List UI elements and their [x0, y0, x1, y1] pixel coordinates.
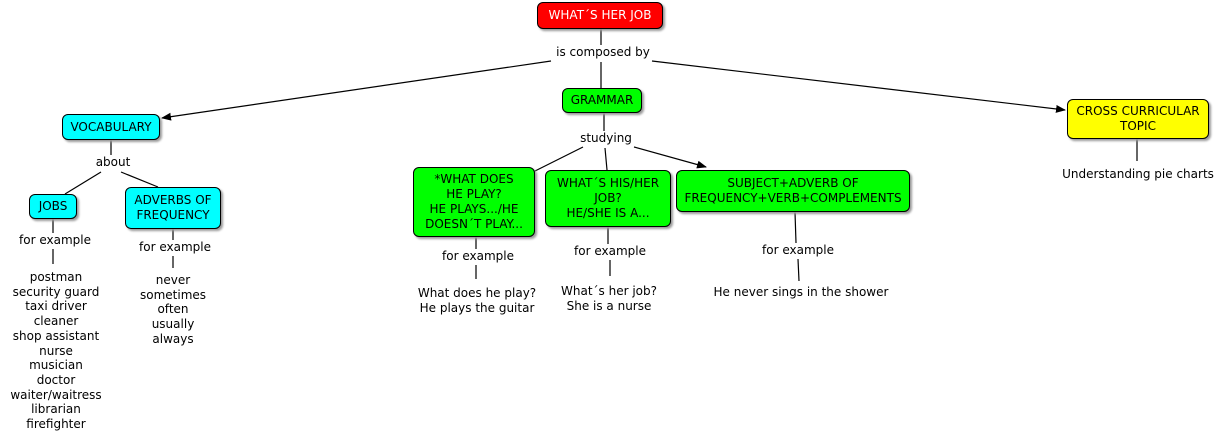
play-label-line: *WHAT DOES: [434, 172, 514, 186]
list-item: musician: [29, 358, 83, 373]
vocabulary-label: VOCABULARY: [70, 119, 152, 134]
vocabulary-link-label: about: [88, 155, 138, 170]
list-item: always: [152, 331, 194, 346]
jobs-example-list: postman security guard taxi driver clean…: [0, 270, 112, 432]
play-example-line: What does he play?: [417, 286, 537, 300]
adverbs-of-frequency-node[interactable]: ADVERBS OF FREQUENCY: [125, 187, 221, 229]
play-label-line: HE PLAY?: [446, 187, 502, 201]
edge-studying-subject: [633, 146, 707, 169]
play-example: What does he play? He plays the guitar: [410, 286, 544, 316]
vocabulary-node[interactable]: VOCABULARY: [62, 114, 160, 140]
adverbs-example-list: never sometimes often usually always: [130, 273, 216, 347]
adverbs-label-line: FREQUENCY: [136, 208, 210, 222]
list-item: usually: [151, 317, 195, 332]
list-item: librarian: [31, 402, 81, 417]
cross-label-line: CROSS CURRICULAR: [1076, 104, 1200, 118]
list-item: taxi driver: [25, 299, 87, 314]
list-item: shop assistant: [12, 328, 100, 343]
job-example-line: What´s her job?: [561, 284, 657, 298]
list-item: security guard: [12, 284, 100, 299]
job-label-line: HE/SHE IS A...: [566, 206, 650, 220]
what-does-he-play-node[interactable]: *WHAT DOES HE PLAY? HE PLAYS.../HE DOESN…: [413, 167, 535, 237]
root-concept-node[interactable]: WHAT´S HER JOB: [537, 2, 663, 29]
cross-example: Understanding pie charts: [1056, 167, 1220, 182]
list-item: sometimes: [139, 287, 207, 302]
play-example-line: He plays the guitar: [419, 300, 535, 315]
jobs-label: JOBS: [38, 199, 68, 213]
list-item: waiter/waitress: [10, 387, 102, 402]
whats-his-her-job-node[interactable]: WHAT´S HIS/HER JOB? HE/SHE IS A...: [545, 170, 671, 227]
adverbs-link-label: for example: [130, 240, 220, 255]
job-label-line: WHAT´S HIS/HER: [556, 176, 660, 190]
edge-subject-example: [797, 258, 800, 282]
list-item: doctor: [36, 372, 76, 387]
job-label-line: JOB?: [594, 191, 622, 205]
edge-to-cross: [651, 60, 1066, 113]
list-item: never: [155, 273, 191, 287]
subject-label-line: FREQUENCY+VERB+COMPLEMENTS: [684, 191, 902, 205]
play-label-line: HE PLAYS.../HE: [429, 202, 519, 216]
jobs-link-label: for example: [10, 233, 100, 248]
subject-label-line: SUBJECT+ADVERB OF: [727, 176, 859, 190]
edge-to-vocabulary: [161, 60, 552, 121]
cross-curricular-node[interactable]: CROSS CURRICULAR TOPIC: [1067, 99, 1209, 139]
edge-subject-forex: [794, 211, 797, 244]
root-link-label: is composed by: [551, 45, 655, 60]
list-item: firefighter: [26, 417, 86, 432]
job-example: What´s her job? She is a nurse: [550, 284, 668, 314]
subject-example: He never sings in the shower: [690, 285, 912, 300]
list-item: postman: [29, 270, 83, 284]
adverbs-label-line: ADVERBS OF: [134, 193, 212, 207]
edge-about-adverbs: [120, 171, 159, 188]
cross-label-line: TOPIC: [1120, 119, 1156, 133]
edge-studying-play: [532, 146, 584, 173]
root-concept-label: WHAT´S HER JOB: [548, 8, 652, 22]
grammar-link-label: studying: [570, 131, 642, 146]
edge-studying-job: [604, 147, 608, 171]
list-item: cleaner: [33, 314, 79, 329]
list-item: often: [157, 302, 189, 317]
edge-about-jobs: [64, 171, 102, 195]
grammar-node[interactable]: GRAMMAR: [562, 88, 642, 113]
play-link-label: for example: [433, 249, 523, 264]
grammar-label: GRAMMAR: [570, 93, 634, 107]
subject-link-label: for example: [753, 243, 843, 258]
job-example-line: She is a nurse: [566, 298, 652, 313]
subject-adverb-structure-node[interactable]: SUBJECT+ADVERB OF FREQUENCY+VERB+COMPLEM…: [676, 170, 910, 212]
play-label-line: DOESN´T PLAY...: [425, 217, 523, 231]
job-link-label: for example: [565, 244, 655, 259]
list-item: nurse: [39, 343, 73, 358]
jobs-node[interactable]: JOBS: [29, 194, 77, 219]
